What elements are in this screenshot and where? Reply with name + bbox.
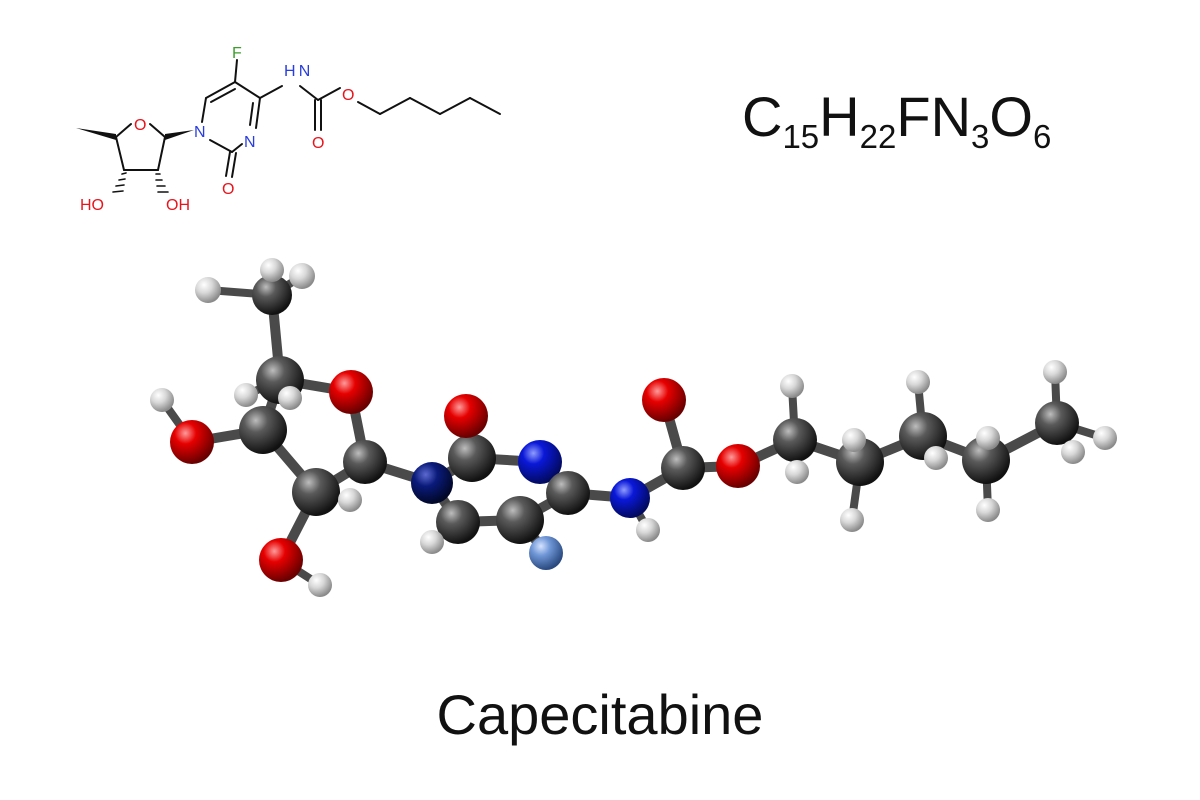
nitrogen-atom-25: [610, 478, 650, 518]
oxygen-atom-7: [329, 370, 373, 414]
carbon-atom-42: [1035, 401, 1079, 445]
hashed-bond-right: [155, 173, 169, 193]
hydrogen-atom-12: [338, 488, 362, 512]
formula-element-n: N: [930, 85, 972, 148]
carbon-atom-15: [343, 440, 387, 484]
carbon-atom-0: [252, 275, 292, 315]
hydrogen-atom-43: [1043, 360, 1067, 384]
hashed-bond-left: [112, 172, 127, 193]
formula-count-h: 22: [859, 118, 897, 155]
hydrogen-atom-2: [260, 258, 284, 282]
hydrogen-atom-26: [636, 518, 660, 542]
nitrogen-atom-16: [411, 462, 453, 504]
oxygen-atom-29: [716, 444, 760, 488]
hydrogen-atom-34: [840, 508, 864, 532]
hydrogen-atom-45: [1061, 440, 1085, 464]
atom-label-carbamate-carbonyl-oxygen: O: [312, 135, 324, 152]
hydrogen-atom-24: [420, 530, 444, 554]
hydrogen-atom-5: [234, 383, 258, 407]
hydrogen-atom-31: [780, 374, 804, 398]
oxygen-atom-18: [444, 394, 488, 438]
carbon-atom-11: [292, 468, 340, 516]
carbon-atom-30: [773, 418, 817, 462]
atom-label-n1: N: [194, 124, 206, 141]
atom-label-c2-oxygen: O: [222, 181, 234, 198]
nitrogen-atom-19: [518, 440, 562, 484]
glycosidic-wedge-bond: [165, 130, 194, 140]
oxygen-atom-13: [259, 538, 303, 582]
hydrogen-atom-3: [289, 263, 315, 289]
atom-label-amide-nh: H N: [284, 63, 310, 80]
formula-element-h: H: [819, 85, 860, 148]
methyl-wedge-bond: [76, 128, 116, 140]
atom-label-n3: N: [244, 134, 256, 151]
atom-label-hydroxyl-left: HO: [80, 197, 104, 214]
atoms-layer: [150, 258, 1117, 597]
ball-and-stick-model: [150, 258, 1117, 597]
atom-label-hydroxyl-right: OH: [166, 197, 190, 214]
formula-element-f: F: [896, 85, 931, 148]
molecular-formula: C15H22FN3O6: [742, 84, 1051, 156]
atom-label-ring-oxygen: O: [134, 117, 146, 134]
carbon-atom-39: [962, 436, 1010, 484]
hydrogen-atom-35: [842, 428, 866, 452]
hydrogen-atom-10: [150, 388, 174, 412]
atom-label-ester-oxygen: O: [342, 87, 354, 104]
carbon-atom-20: [546, 471, 590, 515]
hydrogen-atom-32: [785, 460, 809, 484]
skeletal-structure: O N N O F H N O O HO OH: [76, 45, 501, 214]
atom-label-fluorine: F: [232, 45, 242, 62]
carbon-atom-23: [436, 500, 480, 544]
compound-name: Capecitabine: [436, 683, 764, 746]
hydrogen-atom-41: [976, 426, 1000, 450]
carbon-atom-8: [239, 406, 287, 454]
hydrogen-atom-14: [308, 573, 332, 597]
hydrogen-atom-6: [278, 386, 302, 410]
formula-element-o: O: [989, 85, 1033, 148]
carbon-atom-21: [496, 496, 544, 544]
hydrogen-atom-1: [195, 277, 221, 303]
carbon-atom-27: [661, 446, 705, 490]
carbon-atom-17: [448, 434, 496, 482]
hydrogen-atom-40: [976, 498, 1000, 522]
fluorine-atom-22: [529, 536, 563, 570]
hydrogen-atom-38: [924, 446, 948, 470]
formula-element-c: C: [742, 85, 783, 148]
bonds-layer: [158, 266, 1109, 589]
hydrogen-atom-37: [906, 370, 930, 394]
formula-count-o: 6: [1032, 118, 1052, 155]
formula-count-c: 15: [782, 118, 820, 155]
oxygen-atom-9: [170, 420, 214, 464]
formula-count-n: 3: [971, 118, 990, 155]
hydrogen-atom-44: [1093, 426, 1117, 450]
oxygen-atom-28: [642, 378, 686, 422]
